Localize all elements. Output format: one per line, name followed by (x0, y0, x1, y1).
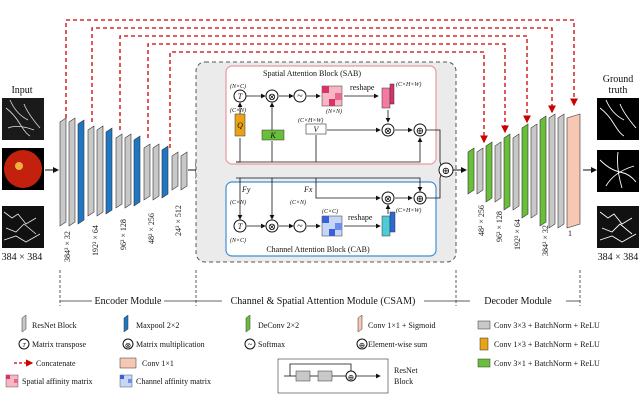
svg-text:Matrix transpose: Matrix transpose (32, 340, 86, 349)
svg-text:(C×H×W): (C×H×W) (298, 117, 323, 124)
svg-text:⊕: ⊕ (416, 126, 424, 137)
channel-reshape-block (381, 211, 396, 237)
encoder-module-label: Encoder Module (95, 296, 162, 307)
svg-text:(C×N): (C×N) (230, 199, 246, 206)
svg-text:48² × 256: 48² × 256 (477, 205, 486, 236)
svg-text:⊕: ⊕ (442, 166, 450, 177)
svg-text:1: 1 (568, 229, 572, 238)
sab-title: Spatial Attention Block (SAB) (263, 69, 361, 78)
svg-text:(N×C): (N×C) (230, 237, 246, 244)
svg-text:Conv 3×1 + BatchNorm + ReLU: Conv 3×1 + BatchNorm + ReLU (494, 359, 600, 368)
cab-mult-icon (265, 219, 279, 233)
gt-image-1 (597, 98, 639, 140)
svg-text:T: T (238, 222, 243, 231)
svg-text:Conv 1×3 + BatchNorm + ReLU: Conv 1×3 + BatchNorm + ReLU (494, 340, 600, 349)
module-brackets (59, 270, 581, 306)
svg-text:Element-wise sum: Element-wise sum (368, 340, 428, 349)
softmax-icon (293, 89, 307, 103)
ground-truth-label-2: truth (609, 85, 628, 96)
svg-text:384² × 32: 384² × 32 (63, 231, 72, 262)
key-block (261, 129, 285, 141)
svg-text:V: V (314, 125, 320, 134)
cab-softmax-icon (293, 219, 307, 233)
svg-text:(C×H×W): (C×H×W) (396, 207, 421, 214)
svg-text:(N×C): (N×C) (230, 83, 246, 90)
svg-text:reshape: reshape (348, 213, 373, 222)
cab-mult2-icon (381, 191, 395, 205)
sab-mult-icon (381, 123, 395, 137)
svg-text:Concatenate: Concatenate (36, 359, 76, 368)
spatial-reshape-block (381, 83, 395, 109)
gt-size-label: 384 × 384 (598, 252, 639, 263)
svg-text:⊕: ⊕ (359, 341, 366, 350)
svg-text:Block: Block (394, 377, 413, 386)
input-image-1 (2, 98, 44, 140)
value-block (305, 123, 327, 135)
sab-block (225, 65, 437, 165)
svg-text:96² × 128: 96² × 128 (495, 211, 504, 242)
cab-title: Channel Attention Block (CAB) (266, 245, 370, 254)
legend: ResNet Block Maxpool 2×2 DeConv 2×2 Conv… (5, 314, 600, 394)
svg-text:⊗: ⊗ (125, 341, 132, 350)
cab-transpose-icon (233, 219, 247, 233)
svg-text:(C×C): (C×C) (322, 208, 338, 215)
encoder-blocks (59, 117, 188, 227)
svg-text:Maxpool 2×2: Maxpool 2×2 (136, 321, 179, 330)
svg-text:Softmax: Softmax (258, 340, 285, 349)
svg-text:⊗: ⊗ (384, 194, 392, 205)
svg-text:⊕: ⊕ (416, 194, 424, 205)
svg-text:384² × 32: 384² × 32 (541, 225, 550, 256)
decoder-blocks (467, 113, 581, 229)
svg-text:(C×N): (C×N) (290, 199, 306, 206)
svg-text:(N×N): (N×N) (326, 108, 342, 115)
mult-icon (265, 89, 279, 103)
skip-connections (65, 19, 578, 148)
svg-text:192² × 64: 192² × 64 (91, 225, 100, 256)
svg-text:Matrix multiplication: Matrix multiplication (136, 340, 205, 349)
svg-text:Conv 3×3 + BatchNorm + ReLU: Conv 3×3 + BatchNorm + ReLU (494, 321, 600, 330)
svg-text:⊕: ⊕ (348, 373, 355, 382)
input-size-label: 384 × 384 (2, 252, 43, 263)
svg-text:T: T (238, 92, 243, 101)
svg-text:⊗: ⊗ (268, 222, 276, 233)
svg-text:Q: Q (237, 121, 243, 130)
svg-text:⊗: ⊗ (384, 126, 392, 137)
svg-text:DeConv 2×2: DeConv 2×2 (258, 321, 299, 330)
svg-text:96² × 128: 96² × 128 (119, 219, 128, 250)
input-image-3 (2, 206, 44, 248)
ground-truth-label-1: Ground (603, 74, 634, 85)
svg-text:~: ~ (297, 91, 303, 102)
svg-text:48² × 256: 48² × 256 (147, 213, 156, 244)
svg-text:192² × 64: 192² × 64 (513, 219, 522, 250)
gt-image-3 (597, 206, 639, 248)
channel-affinity-matrix (321, 215, 343, 237)
svg-text:ResNet Block: ResNet Block (32, 321, 77, 330)
svg-text:Spatial affinity matrix: Spatial affinity matrix (22, 377, 93, 386)
svg-text:T: T (22, 343, 26, 349)
csam-module-label: Channel & Spatial Attention Module (CSAM… (231, 296, 416, 307)
input-label: Input (11, 85, 32, 96)
svg-text:Fx: Fx (303, 185, 313, 194)
svg-text:~: ~ (297, 221, 303, 232)
svg-text:(C×H×W): (C×H×W) (396, 81, 421, 88)
svg-text:reshape: reshape (350, 83, 375, 92)
svg-text:Conv 1×1 + Sigmoid: Conv 1×1 + Sigmoid (368, 321, 435, 330)
encoder-dims: 384² × 32 192² × 64 96² × 128 48² × 256 … (63, 205, 183, 262)
svg-text:ResNet: ResNet (394, 366, 418, 375)
svg-text:⊗: ⊗ (268, 92, 276, 103)
svg-text:(C×N): (C×N) (230, 107, 246, 114)
decoder-dims: 48² × 256 96² × 128 192² × 64 384² × 32 … (477, 205, 572, 256)
svg-text:Fy: Fy (241, 185, 251, 194)
spatial-affinity-matrix (321, 85, 343, 107)
svg-text:~: ~ (248, 340, 253, 349)
decoder-module-label: Decoder Module (484, 296, 552, 307)
input-images: Input 384 × 384 (2, 85, 44, 263)
svg-text:Conv 1×1: Conv 1×1 (142, 359, 174, 368)
svg-text:K: K (269, 131, 276, 140)
svg-text:24² × 512: 24² × 512 (174, 205, 183, 236)
svg-text:Channel affinity matrix: Channel affinity matrix (136, 377, 211, 386)
ground-truth-images: Ground truth 384 × 384 (597, 74, 639, 263)
